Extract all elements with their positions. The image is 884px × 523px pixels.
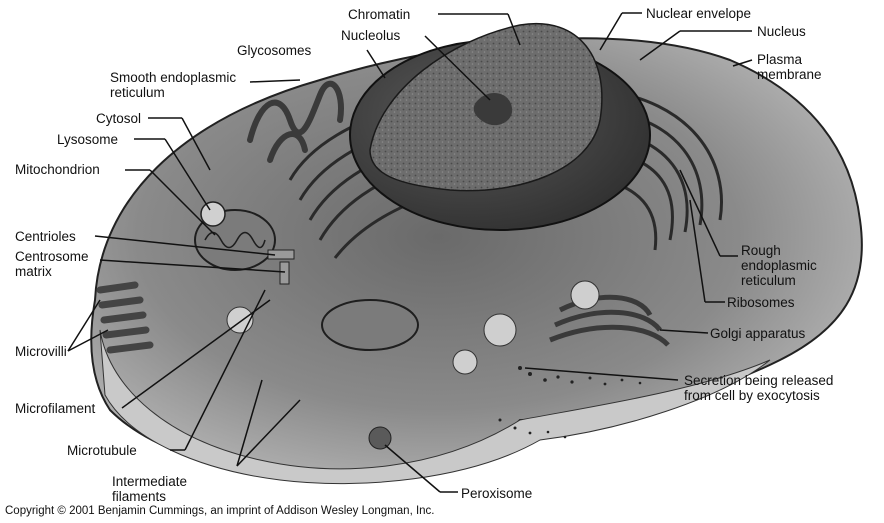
label-microvilli: Microvilli: [15, 344, 67, 359]
copyright-text: Copyright © 2001 Benjamin Cummings, an i…: [5, 505, 435, 517]
mitochondrion-shape-2: [322, 300, 418, 350]
label-cytosol: Cytosol: [96, 111, 141, 126]
label-chromatin: Chromatin: [348, 7, 410, 22]
label-rough-er: Rough endoplasmic reticulum: [741, 243, 817, 288]
label-glycosomes: Glycosomes: [237, 43, 311, 58]
label-lysosome: Lysosome: [57, 132, 118, 147]
label-microfilament: Microfilament: [15, 401, 95, 416]
label-microtubule: Microtubule: [67, 443, 137, 458]
label-nuclear-envelope: Nuclear envelope: [646, 6, 751, 21]
label-intermediate-filaments: Intermediate filaments: [112, 474, 187, 504]
label-centrosome-matrix: Centrosome matrix: [15, 249, 89, 279]
label-smooth-er: Smooth endoplasmic reticulum: [110, 70, 236, 100]
label-centrioles: Centrioles: [15, 229, 76, 244]
label-nucleus: Nucleus: [757, 24, 806, 39]
lysosome-shape: [201, 202, 225, 226]
label-plasma-membrane: Plasma membrane: [757, 52, 822, 82]
label-golgi: Golgi apparatus: [710, 326, 805, 341]
peroxisome-shape: [369, 427, 391, 449]
label-ribosomes: Ribosomes: [727, 295, 795, 310]
label-nucleolus: Nucleolus: [341, 28, 400, 43]
label-peroxisome: Peroxisome: [461, 486, 532, 501]
label-secretion: Secretion being released from cell by ex…: [684, 373, 833, 403]
label-mitochondrion: Mitochondrion: [15, 162, 100, 177]
